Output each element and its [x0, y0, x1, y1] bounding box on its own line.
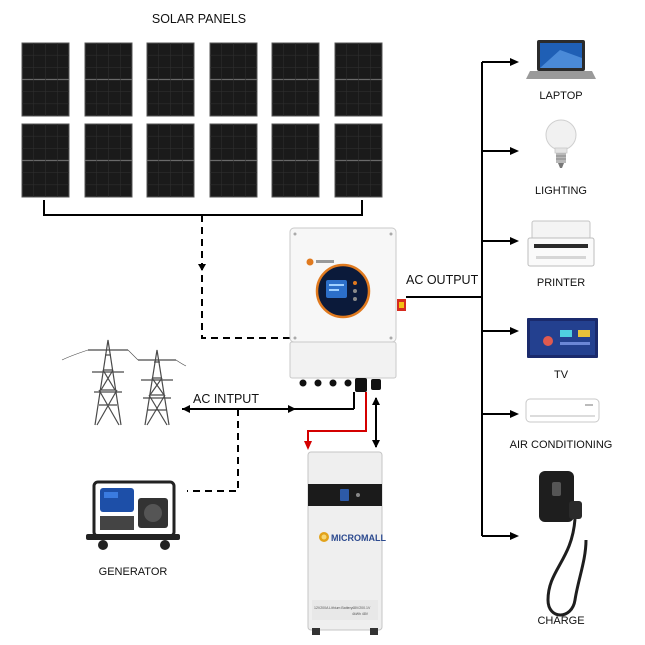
- solar-panel-icon: [209, 42, 258, 117]
- solar-panel-array: [21, 42, 383, 198]
- battery-up-arrow-icon: [372, 397, 380, 405]
- battery-spec-right2: 4kWh 48V: [352, 612, 369, 616]
- battery-charge-line: [307, 392, 367, 448]
- load-arrow-icon: [510, 327, 519, 335]
- load-arrow-icon: [510, 147, 519, 155]
- panel-bus-line: [43, 200, 363, 216]
- generator-line: [187, 409, 239, 492]
- laptop-icon: [526, 40, 596, 79]
- battery-pack: [307, 451, 383, 635]
- printer-icon: [527, 220, 595, 267]
- ac-input-arrow-right-icon: [288, 405, 296, 413]
- solar-panel-icon: [209, 123, 258, 198]
- tv-icon: [527, 318, 598, 358]
- generator-icon: [86, 480, 180, 550]
- solar-panel-icon: [21, 42, 70, 117]
- solar-panel-icon: [334, 123, 383, 198]
- load-label-tv: TV: [554, 369, 569, 381]
- battery-spec-left: 12V200A Lithium Battery: [314, 606, 353, 610]
- pv-arrow-icon: [198, 264, 206, 271]
- load-label-printer: PRINTER: [537, 277, 585, 289]
- light-bulb-icon: [545, 119, 577, 168]
- load-label-air-conditioning: AIR CONDITIONING: [510, 439, 613, 451]
- load-arrow-icon: [510, 532, 519, 540]
- battery-brand: MICROMALL: [331, 533, 386, 543]
- battery-spec-right: 48V/200.1V: [352, 606, 371, 610]
- generator-label: GENERATOR: [99, 566, 168, 578]
- load-label-charge: CHARGE: [537, 615, 584, 627]
- ac-input-arrow-left-icon: [182, 405, 190, 413]
- pv-input-line: [201, 215, 290, 339]
- load-label-lighting: LIGHTING: [535, 185, 587, 197]
- load-arrow-icon: [510, 58, 519, 66]
- battery-down-arrow-icon: [372, 440, 380, 448]
- solar-panel-icon: [84, 123, 133, 198]
- load-arrow-icon: [510, 410, 519, 418]
- solar-panel-icon: [334, 42, 383, 117]
- solar-panel-icon: [84, 42, 133, 117]
- load-arrow-icon: [510, 237, 519, 245]
- solar-panel-icon: [146, 42, 195, 117]
- solar-panels-title: SOLAR PANELS: [152, 12, 246, 26]
- hybrid-inverter: [289, 227, 406, 392]
- ac-output-label: AC OUTPUT: [406, 273, 479, 287]
- ac-input-label: AC INTPUT: [193, 392, 259, 406]
- load-labels: LAPTOP LIGHTING PRINTER TV AIR CONDITIONING C…: [510, 90, 613, 627]
- solar-panel-icon: [146, 123, 195, 198]
- ev-charger-icon: [539, 471, 588, 617]
- solar-panel-icon: [271, 42, 320, 117]
- solar-panel-icon: [271, 123, 320, 198]
- battery-charge-arrow-icon: [304, 441, 312, 450]
- power-tower-icon: [61, 339, 187, 426]
- air-conditioner-icon: [525, 398, 600, 423]
- solar-panel-icon: [21, 123, 70, 198]
- load-branches: [482, 58, 519, 540]
- load-label-laptop: LAPTOP: [539, 90, 582, 102]
